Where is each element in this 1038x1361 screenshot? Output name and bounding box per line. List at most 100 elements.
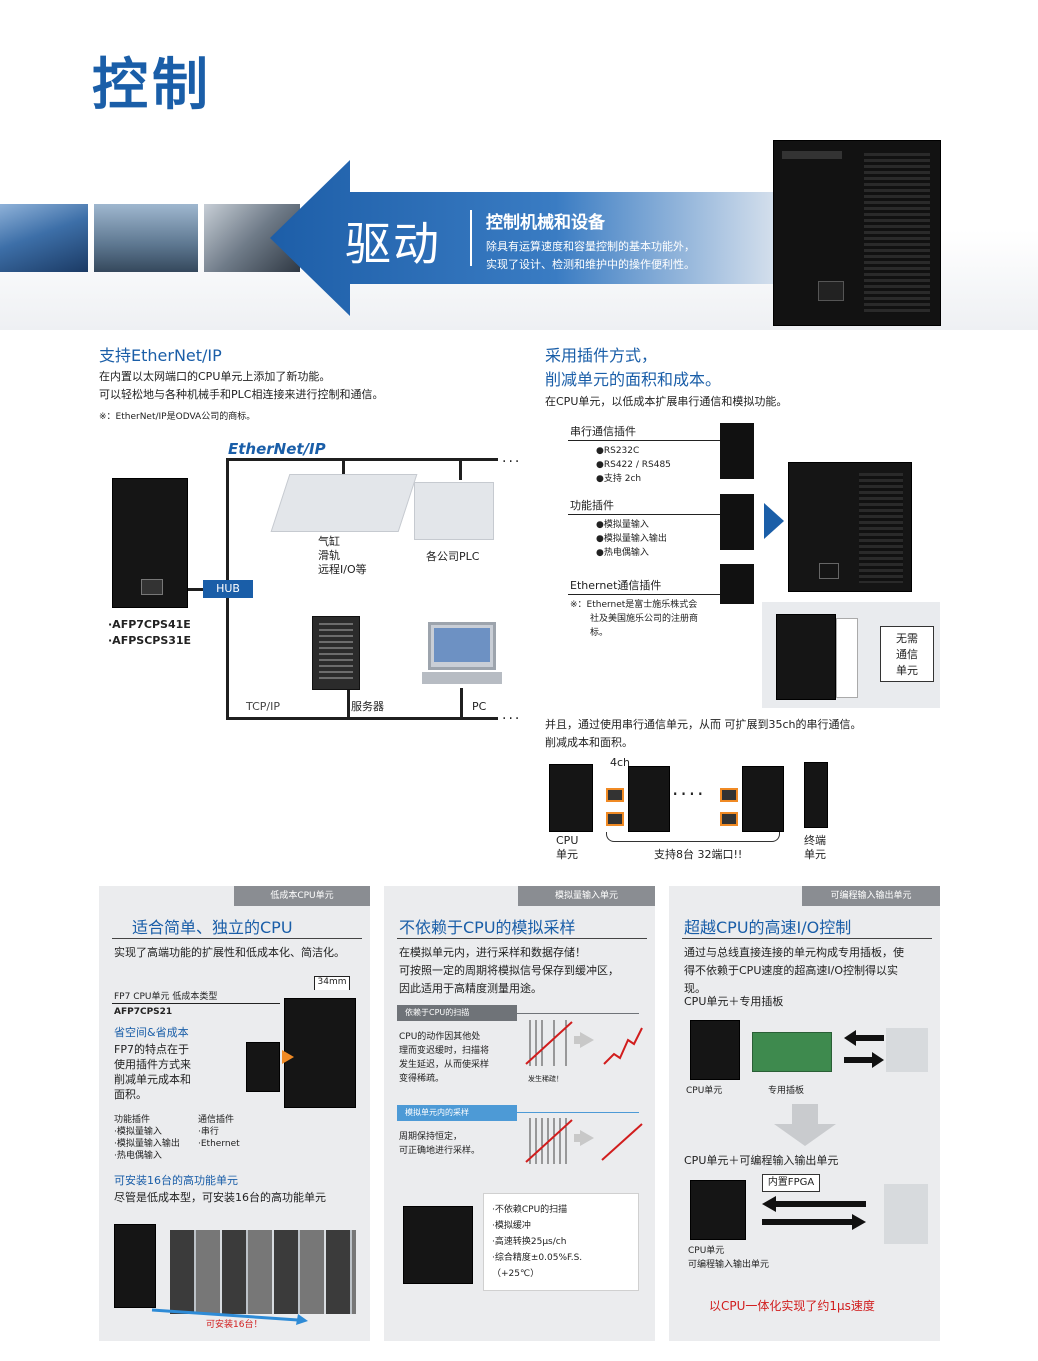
dimension-34mm: 34mm — [314, 976, 350, 990]
bracket — [606, 832, 780, 842]
ethernet-plugin-title: Ethernet通信插件 — [570, 579, 662, 592]
ethernet-note-line2: 社及美国施乐公司的注册商 — [590, 614, 699, 624]
serial-plugin-image — [720, 423, 754, 479]
cpu-unit-row-image — [114, 1224, 156, 1308]
ethernet-section-title: 支持EtherNet/IP — [99, 346, 222, 365]
banner-text-line2: 实现了设计、检测和维护中的操作便利性。 — [486, 258, 695, 271]
feature-line: 使用插件方式来 — [114, 1058, 191, 1071]
function-item: ●模拟量输入 — [596, 520, 649, 530]
serial-extension-line1: 并且，通过使用串行通信单元，从而 可扩展到35ch的串行通信。 — [545, 718, 862, 731]
dedicated-board-image — [752, 1032, 832, 1072]
end-unit-caption: 终端 单元 — [804, 834, 826, 862]
card1-comm-plugins: 通信插件 ·串行 ·Ethernet — [198, 1114, 240, 1150]
card1-feature-text: FP7的特点在于 使用插件方式来 削减单元成本和 面积。 — [114, 1042, 191, 1102]
plc-cabinet-image — [414, 482, 494, 540]
hub-badge: HUB — [203, 580, 253, 598]
card1-mount-text: 尽管是低成本型，可安装16台的高功能单元 — [114, 1191, 326, 1204]
combo1-label: CPU单元＋专用插板 — [684, 995, 784, 1008]
robot-slide-image — [270, 474, 418, 532]
feature-line: 削减单元成本和 — [114, 1073, 191, 1086]
unit-label-line2: 可编程输入输出单元 — [688, 1260, 770, 1270]
scan-text-line: CPU的动作因其他处 — [399, 1032, 481, 1042]
card2-line: 因此适用于高精度测量用途。 — [399, 982, 542, 995]
sensor-image-2 — [884, 1184, 928, 1244]
func-plugin-item: ·热电偶输入 — [114, 1151, 162, 1161]
card3-result: 以CPU一体化实现了约1μs速度 — [709, 1299, 875, 1313]
banner-heading: 控制机械和设备 — [486, 213, 605, 233]
card2-line: 在模拟单元内，进行采样和数据存储！ — [399, 946, 586, 959]
analog-spec-box: ·不依赖CPU的扫描 ·模拟缓冲 ·高速转换25μs/ch ·综合精度±0.05… — [483, 1193, 639, 1291]
ethernet-line2: 可以轻松地与各种机械手和PLC相连接来进行控制和通信。 — [99, 388, 384, 401]
card1-model: AFP7CPS21 — [114, 1007, 173, 1017]
model-afpscps31e: ·AFPSCPS31E — [108, 634, 192, 647]
tcpip-label: TCP/IP — [246, 700, 280, 713]
unit-sampling-bar: 模拟单元内的采样 — [397, 1105, 517, 1121]
card1-mount-title: 可安装16台的高功能单元 — [114, 1174, 238, 1187]
card1-model-type: FP7 CPU单元 低成本类型 — [114, 992, 218, 1002]
network-line-bottom — [226, 717, 498, 720]
ethernet-note: ※：EtherNet/IP是ODVA公司的商标。 — [99, 412, 256, 422]
cpu-caption-line2: 单元 — [556, 848, 578, 861]
end-caption-line2: 单元 — [804, 848, 826, 861]
support-label: 支持8台 32端口!! — [654, 848, 743, 861]
scan-text-line: 发生延迟，从而使采样 — [399, 1060, 490, 1070]
ethernet-note-line1: ※：Ethernet是富士施乐株式会 — [570, 600, 698, 610]
cpu-caption-line1: CPU — [556, 834, 579, 847]
robot-labels: 气缸 滑轨 远程I/O等 — [318, 535, 367, 577]
card3-unit-labels: CPU单元 可编程输入输出单元 — [688, 1244, 769, 1272]
card3-text: 通过与总线直接连接的单元构成专用插板，使 得不依赖于CPU速度的超高速I/O控制… — [684, 944, 904, 998]
orange-arrow-icon — [282, 1050, 294, 1064]
serial-item: ●RS232C — [596, 446, 640, 456]
combo2-label: CPU单元＋可编程输入输出单元 — [684, 1154, 839, 1167]
no-comm-line2: 通信 — [896, 648, 918, 661]
function-plugin-items: ●模拟量输入 ●模拟量输入输出 ●热电偶输入 — [596, 518, 667, 560]
function-item: ●热电偶输入 — [596, 548, 649, 558]
serial-extension-line2: 削减成本和面积。 — [545, 736, 633, 749]
high-function-units-row-image — [170, 1230, 356, 1314]
func-plugin-title: 功能插件 — [114, 1115, 151, 1125]
compact-cpu-image — [776, 614, 836, 700]
fpga-label: 内置FPGA — [762, 1174, 820, 1192]
spec-item: ·不依赖CPU的扫描 — [492, 1205, 568, 1215]
sampling-text-line: 可正确地进行采样。 — [399, 1146, 481, 1156]
page-title: 控制 — [92, 53, 212, 118]
spec-item: ·高速转换25μs/ch — [492, 1237, 567, 1247]
banner-text-line1: 除具有运算速度和容量控制的基本功能外， — [486, 240, 695, 253]
no-comm-line1: 无需 — [896, 632, 918, 645]
drive-arrow — [270, 160, 790, 316]
unit-label-line1: CPU单元 — [688, 1246, 725, 1256]
bidirectional-arrow-icon — [844, 1030, 884, 1068]
spec-item: ·综合精度±0.05%F.S. — [492, 1253, 583, 1263]
low-cost-cpu-image — [284, 998, 356, 1108]
no-comm-line3: 单元 — [896, 664, 918, 677]
card2-text: 在模拟单元内，进行采样和数据存储！ 可按照一定的周期将模拟信号保存到缓冲区， 因… — [399, 944, 619, 998]
building-photo — [94, 204, 198, 272]
cpu-with-plugins-image — [788, 462, 912, 592]
comm-plugin-title: 通信插件 — [198, 1115, 235, 1125]
card1-tag: 低成本CPU单元 — [234, 886, 370, 906]
pc-image — [428, 622, 496, 670]
cpu-unit-image-card3 — [690, 1020, 740, 1080]
drive-divider — [470, 210, 472, 266]
ethernet-line1: 在内置以太网端口的CPU单元上添加了新功能。 — [99, 370, 331, 383]
card3-title: 超越CPU的高速I/O控制 — [684, 918, 852, 937]
no-comm-unit-label: 无需 通信 单元 — [880, 626, 934, 682]
plugin-intro: 在CPU单元，以低成本扩展串行通信和模拟功能。 — [545, 395, 788, 408]
plugin-title-line1: 采用插件方式， — [545, 346, 658, 365]
scan-text-line: 理而变迟缓时，扫描将 — [399, 1046, 490, 1056]
card2-line: 可按照一定的周期将模拟信号保存到缓冲区， — [399, 964, 619, 977]
sensor-image — [886, 1028, 928, 1072]
card3-line: 现。 — [684, 982, 706, 995]
regular-sampling-graph — [525, 1118, 643, 1164]
serial-item: ●支持 2ch — [596, 474, 642, 484]
end-unit-image — [804, 762, 828, 828]
ethernet-ip-logo: EtherNet/IP — [228, 440, 326, 458]
cpu-scan-text: CPU的动作因其他处 理而变迟缓时，扫描将 发生延迟，从而使采样 变得稀疏。 — [399, 1030, 489, 1086]
func-plugin-item: ·模拟量输入 — [114, 1127, 162, 1137]
cpu-unit-caption: CPU 单元 — [556, 834, 578, 862]
robot-label-cylinder: 气缸 — [318, 535, 340, 548]
model-afp7cps41e: ·AFP7CPS41E — [108, 618, 191, 631]
ethernet-note-line3: 标。 — [590, 628, 609, 638]
bidirectional-arrow-icon-2 — [762, 1196, 866, 1230]
solar-panel-photo — [0, 204, 88, 272]
